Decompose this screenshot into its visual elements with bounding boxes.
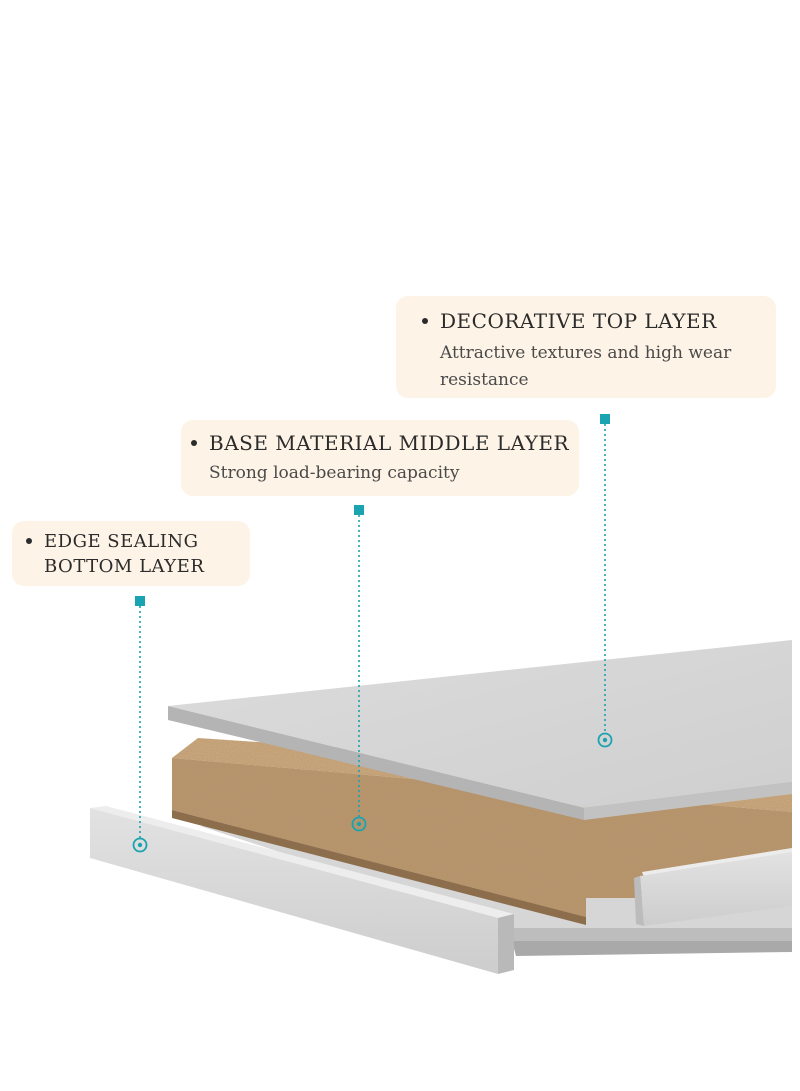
callout-top-description: Attractive textures and high wear resist…	[440, 343, 732, 390]
callout-bottom-title: EDGE SEALING BOTTOM LAYER	[26, 529, 240, 579]
decorative-top-panel	[168, 640, 792, 820]
front-edge-strip	[90, 806, 514, 974]
leader-bottom	[132, 596, 148, 853]
leader-middle-target-icon	[351, 816, 367, 832]
callout-top-title: DECORATIVE TOP LAYER	[422, 308, 758, 334]
callout-middle-title: BASE MATERIAL MIDDLE LAYER	[191, 431, 570, 455]
leader-top-square	[600, 414, 610, 424]
callout-edge-sealing-bottom-layer: EDGE SEALING BOTTOM LAYER	[12, 521, 250, 586]
right-edge-strip	[634, 848, 792, 926]
leader-bottom-square	[135, 596, 145, 606]
leader-top	[597, 414, 613, 748]
callout-decorative-top-layer: DECORATIVE TOP LAYER Attractive textures…	[396, 296, 776, 398]
callout-base-material-middle-layer: BASE MATERIAL MIDDLE LAYER Strong load-b…	[181, 420, 579, 496]
leader-top-target-icon	[597, 732, 613, 748]
leader-middle-square	[354, 505, 364, 515]
leader-middle	[351, 505, 367, 832]
callout-middle-description: Strong load-bearing capacity	[209, 463, 460, 483]
leader-bottom-target-icon	[132, 837, 148, 853]
